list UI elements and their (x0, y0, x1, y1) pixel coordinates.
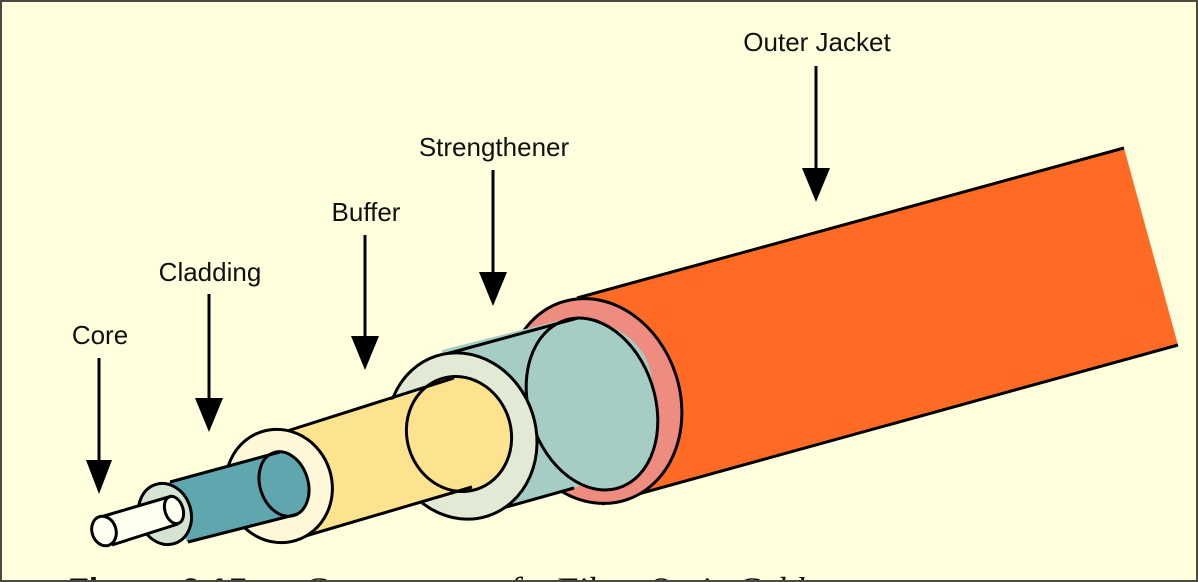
arrow-core-icon (86, 460, 112, 494)
core-layer (90, 494, 186, 548)
core-body (102, 497, 182, 545)
label-core-text: Core (72, 320, 128, 350)
core-tip (90, 514, 118, 548)
label-core: Core (72, 320, 128, 494)
label-buffer: Buffer (332, 197, 401, 370)
buffer-layer (224, 375, 514, 545)
figure-number: Figure 2.15 (68, 572, 248, 582)
arrow-strengthener-icon (479, 272, 507, 306)
figure-caption: Figure 2.15 Components of a Fiber-Optic … (68, 570, 821, 582)
arrow-cladding-icon (195, 398, 223, 432)
label-strengthener-text: Strengthener (419, 132, 570, 162)
label-outer-jacket-text: Outer Jacket (743, 27, 891, 57)
label-cladding: Cladding (159, 257, 262, 432)
arrow-outer-jacket-icon (802, 168, 830, 202)
outer-jacket-body (577, 148, 1178, 500)
arrow-buffer-icon (351, 336, 379, 370)
label-cladding-text: Cladding (159, 257, 262, 287)
label-buffer-text: Buffer (332, 197, 401, 227)
label-strengthener: Strengthener (419, 132, 570, 306)
label-outer-jacket: Outer Jacket (743, 27, 891, 202)
figure-caption-text: Components of a Fiber-Optic Cable (302, 570, 821, 582)
